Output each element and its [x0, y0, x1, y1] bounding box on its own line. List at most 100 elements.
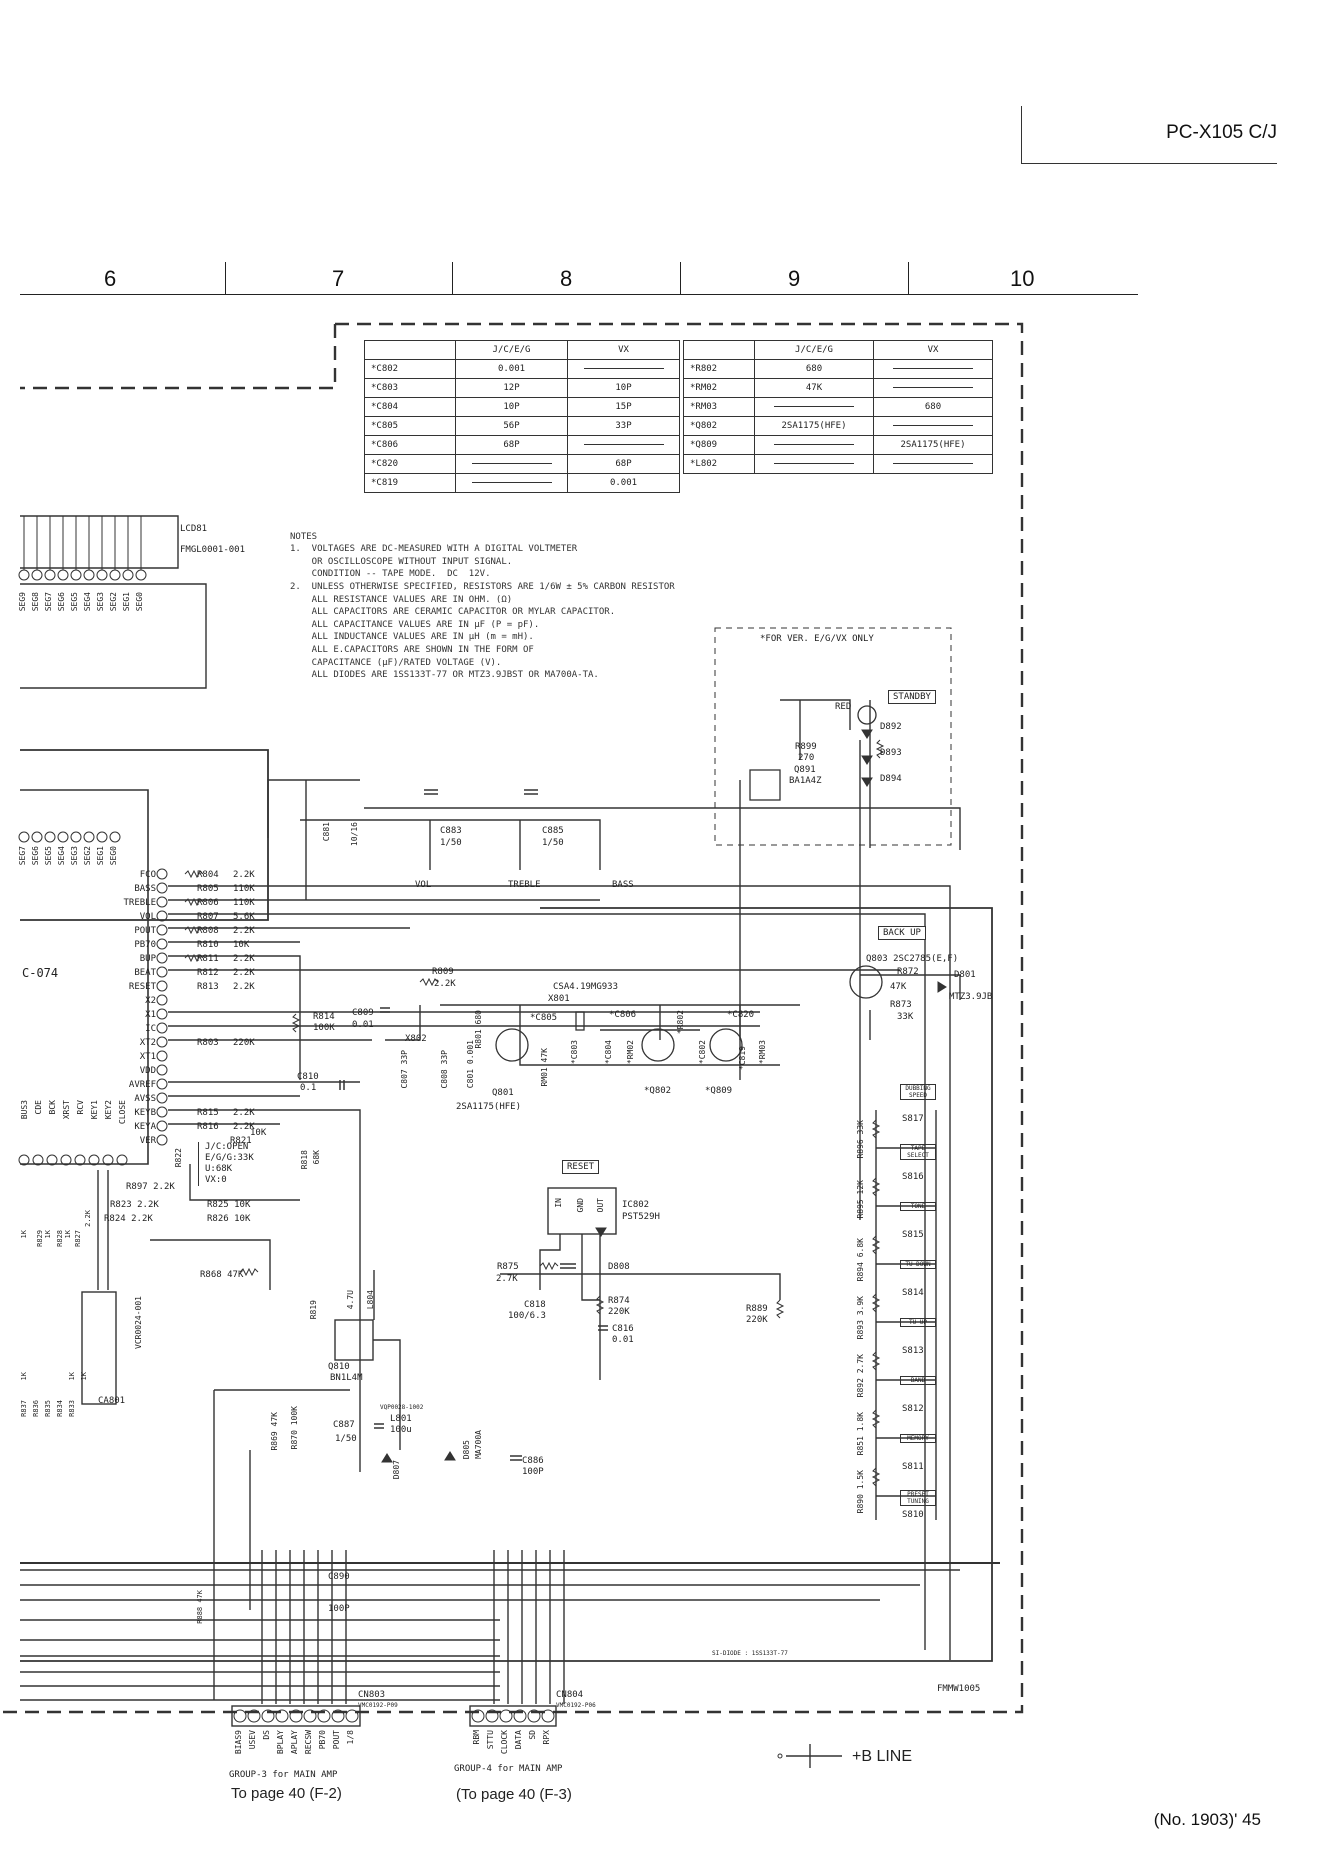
- component-label: *C820: [727, 1010, 755, 1020]
- ic-pin: AVREF: [128, 1080, 156, 1090]
- component-value: 220K: [746, 1315, 768, 1325]
- component-label: R801 680: [474, 1010, 483, 1049]
- pot-label-treble: TREBLE: [508, 880, 541, 890]
- component-label: *RM03: [758, 1040, 767, 1065]
- switch-button: TU UP: [900, 1318, 936, 1327]
- component-value: MTZ3.9JB: [949, 992, 993, 1002]
- ic-ref: C-074: [22, 966, 59, 980]
- pin-label: CLOSE: [118, 1100, 127, 1125]
- cn803-group: GROUP-3 for MAIN AMP: [229, 1770, 338, 1780]
- table-header: VX: [873, 340, 993, 360]
- component-label: R822: [174, 1148, 183, 1168]
- pin-label: KEY2: [104, 1100, 113, 1120]
- component-label: R819: [309, 1300, 318, 1320]
- cn804-part: VMC0192-P06: [556, 1702, 596, 1709]
- pot-label-bass: BASS: [612, 880, 634, 890]
- component-label: C810: [297, 1072, 319, 1082]
- component-value: 100P: [328, 1604, 350, 1614]
- table-header: J/C/E/G: [754, 340, 874, 360]
- ic-pin: XT1: [139, 1052, 156, 1062]
- component-label: R874: [608, 1296, 630, 1306]
- component-part: VQP0028-1002: [380, 1404, 424, 1411]
- pin-label: BCK: [48, 1100, 57, 1115]
- component-label: C818: [524, 1300, 546, 1310]
- table-header: [683, 340, 755, 360]
- component-value: 2SA1175(HFE): [456, 1102, 522, 1112]
- column-number: 8: [560, 266, 573, 291]
- component-value: 270: [798, 753, 815, 763]
- component-label: R875: [497, 1262, 519, 1272]
- pin-label: CDE: [34, 1100, 43, 1115]
- page-number: (No. 1903)' 45: [1153, 1810, 1261, 1829]
- segment-label: SEG2: [109, 592, 118, 612]
- component-label: R869 47K: [270, 1412, 279, 1451]
- lcd-segments-top: SEG9 SEG8 SEG7 SEG6 SEG5 SEG4 SEG3 SEG2 …: [18, 592, 158, 632]
- segment-label: SEG7: [18, 846, 27, 866]
- diode-note: SI-DIODE : 1SS133T-77: [712, 1650, 788, 1657]
- column-divider: [225, 262, 226, 295]
- component-label: *C804: [604, 1040, 613, 1065]
- component-value: 10K: [250, 1128, 267, 1138]
- table-header: J/C/E/G: [455, 340, 568, 360]
- component-label: *Q802: [644, 1086, 672, 1096]
- component-label: CSA4.19MG933: [553, 982, 619, 992]
- component-label: C808 33P: [440, 1050, 449, 1089]
- column-number: 7: [332, 266, 345, 291]
- component-label: R899: [795, 742, 817, 752]
- table-header: VX: [567, 340, 680, 360]
- component-label: *C819: [738, 1046, 747, 1071]
- component-label: R818: [300, 1150, 309, 1170]
- component-label: R888 47K: [196, 1590, 204, 1624]
- component-label: CA801: [98, 1396, 126, 1406]
- component-label: R809: [432, 967, 454, 977]
- segment-label: SEG4: [57, 846, 66, 866]
- segment-label: SEG3: [96, 592, 105, 612]
- component-label: *C802: [698, 1040, 707, 1065]
- component-label: C890: [328, 1572, 350, 1582]
- segment-label: SEG7: [44, 592, 53, 612]
- component-value: 0.01: [612, 1335, 634, 1345]
- component-label: Q891: [794, 765, 816, 775]
- component-label: Q803 2SC2785(E,F): [866, 954, 959, 964]
- led-color: RED: [835, 702, 852, 712]
- component-label: D808: [608, 1262, 630, 1272]
- component-label: R814: [313, 1012, 335, 1022]
- cn804-page-ref: (To page 40 (F-3): [456, 1786, 572, 1803]
- cn804-ref: CN804: [556, 1690, 584, 1700]
- notes-line: CONDITION -- TAPE MODE. DC 12V.: [290, 569, 491, 580]
- component-value: 68K: [312, 1150, 321, 1165]
- component-label: R889: [746, 1304, 768, 1314]
- component-label: C881: [322, 822, 331, 842]
- header-rule-horizontal: [1021, 163, 1277, 164]
- component-value: 100P: [522, 1467, 544, 1477]
- component-label: *C803: [570, 1040, 579, 1065]
- b-line-legend: +B LINE: [852, 1748, 913, 1765]
- switch-button: TAPE SELECT: [900, 1144, 936, 1160]
- component-label: C816: [612, 1324, 634, 1334]
- component-value: 47K: [890, 982, 907, 992]
- notes-line: ALL RESISTANCE VALUES ARE IN OHM. (Ω): [290, 594, 513, 605]
- component-value: 33K: [897, 1012, 914, 1022]
- segment-label: SEG8: [31, 592, 40, 612]
- pot-label-vol: VOL: [415, 880, 432, 890]
- component-label: X801: [548, 994, 570, 1004]
- component-label: RM01 47K: [540, 1048, 549, 1087]
- component-label: R897 2.2K: [126, 1182, 175, 1192]
- component-value: 1/50: [440, 838, 462, 848]
- component-label: X802: [405, 1034, 427, 1044]
- pcb-label: FMMW1005: [937, 1684, 981, 1694]
- backup-label: BACK UP: [878, 926, 926, 940]
- pin-label: BUS3: [20, 1100, 29, 1120]
